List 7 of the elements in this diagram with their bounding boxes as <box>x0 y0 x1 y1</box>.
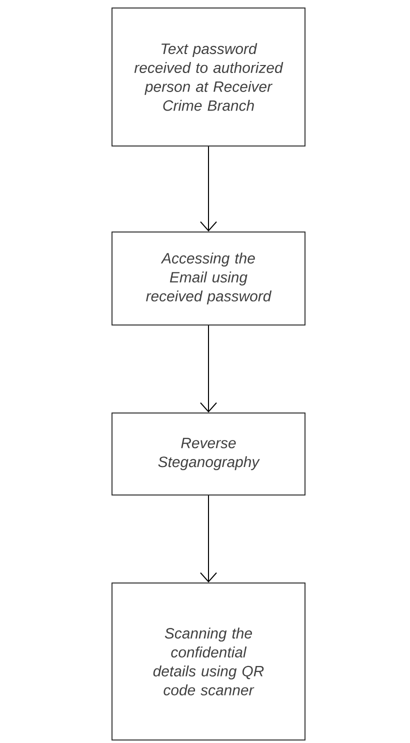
process-box: Reverse Steganography <box>112 412 306 496</box>
arrow <box>200 325 217 412</box>
process-box: Text password received to authorized person at Receiver Crime Branch <box>112 8 306 146</box>
arrow <box>200 495 217 582</box>
arrow <box>200 146 217 232</box>
process-box: Accessing the Email using received password <box>112 232 306 326</box>
process-box: Scanning the confidential details using QR code scanner <box>112 582 306 740</box>
